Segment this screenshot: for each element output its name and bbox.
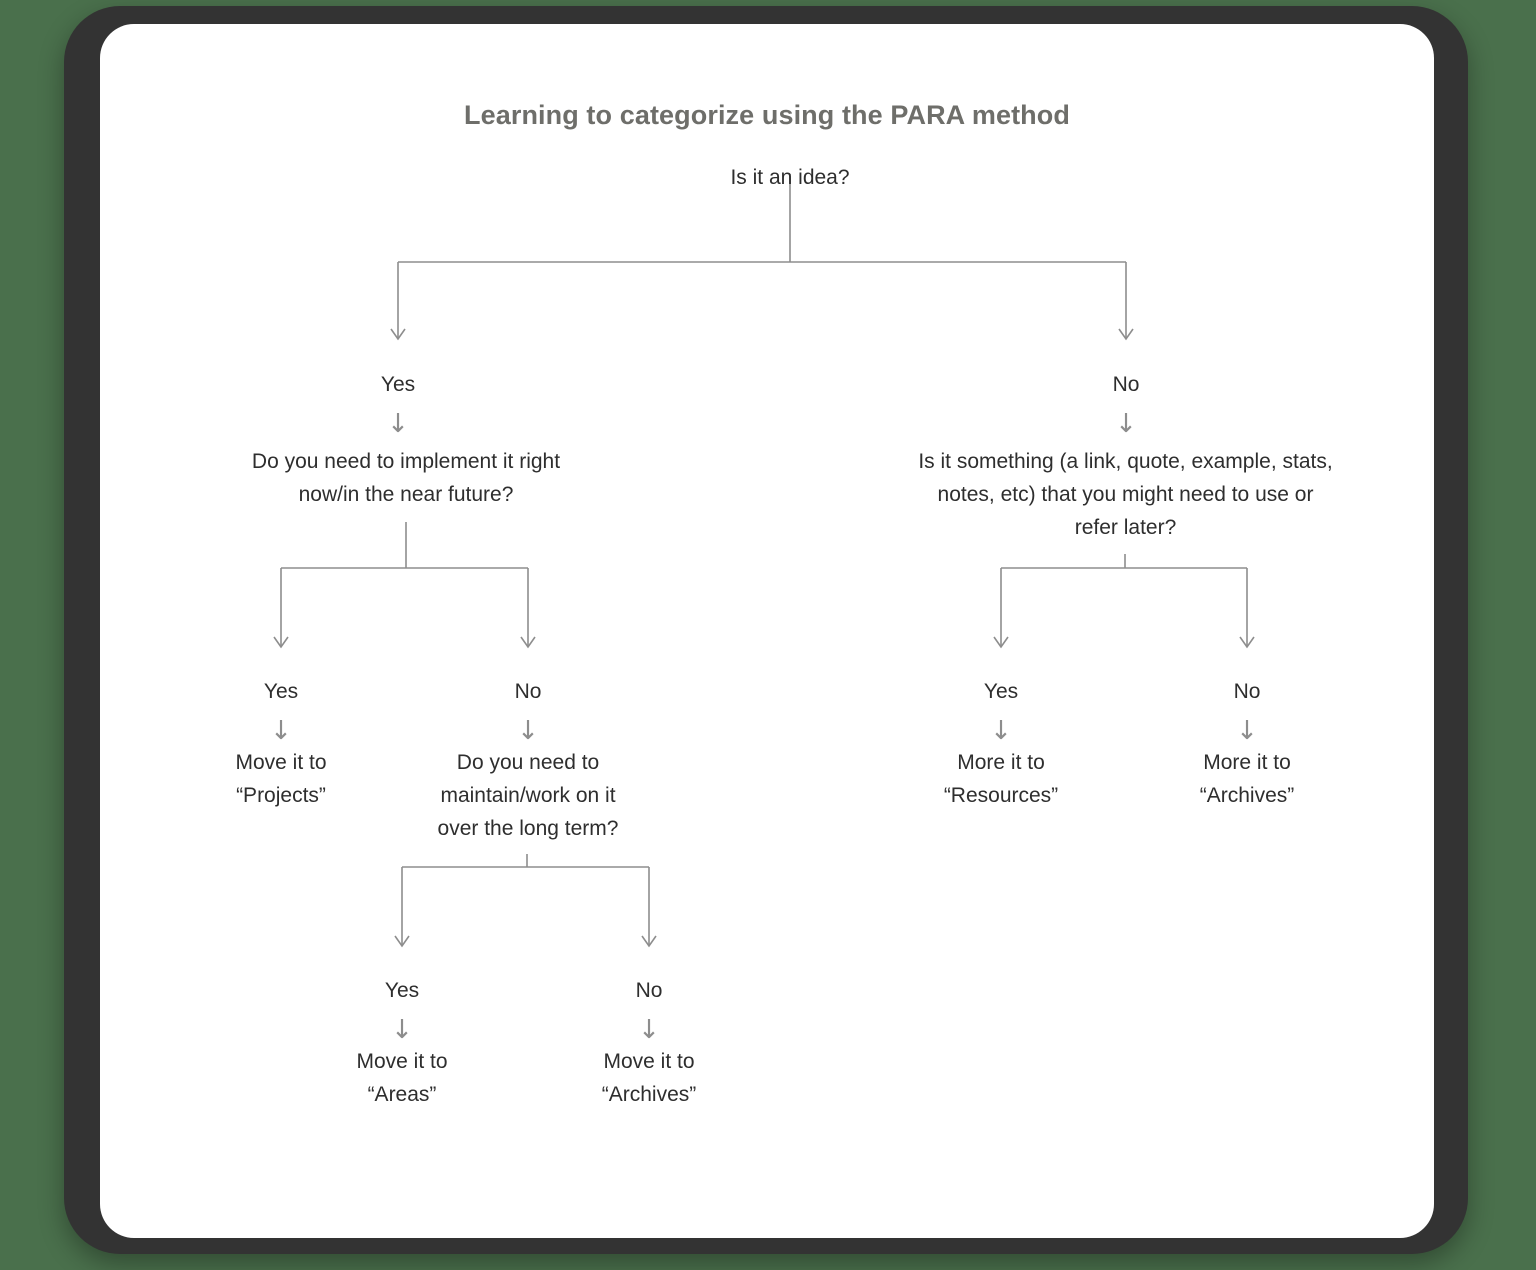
node-longterm-question: Do you need to maintain/work on it over … <box>437 751 619 840</box>
node-outcome-projects: Move it to “Projects” <box>235 751 327 807</box>
branch-label-level1-yes: Yes <box>380 373 416 396</box>
node-right-question: Is it something (a link, quote, example,… <box>918 450 1333 539</box>
branch-label-left-no: No <box>514 680 542 703</box>
node-left-question: Do you need to implement it right now/in… <box>251 450 561 506</box>
arrow-down-icon: ↓ <box>1236 716 1258 746</box>
arrow-down-icon: ↓ <box>270 716 292 746</box>
arrow-down-icon: ↓ <box>387 409 409 439</box>
connector-layer <box>273 174 1255 948</box>
arrow-down-icon: ↓ <box>517 716 539 746</box>
node-outcome-areas: Move it to “Areas” <box>356 1050 448 1106</box>
branch-label-level1-no: No <box>1112 373 1140 396</box>
branch-label-left-yes: Yes <box>263 680 299 703</box>
arrow-down-icon: ↓ <box>638 1015 660 1045</box>
branch-label-right-yes: Yes <box>983 680 1019 703</box>
arrow-down-icon: ↓ <box>1115 409 1137 439</box>
node-root-question: Is it an idea? <box>730 166 850 189</box>
branch-label-right-no: No <box>1233 680 1261 703</box>
node-outcome-archives-bottom: Move it to “Archives” <box>601 1050 697 1106</box>
node-outcome-resources: More it to “Resources” <box>943 751 1059 807</box>
edge-longterm-question-split <box>394 854 657 948</box>
arrow-down-icon: ↓ <box>990 716 1012 746</box>
edge-right-question-split <box>993 554 1255 649</box>
diagram-canvas: Learning to categorize using the PARA me… <box>100 24 1434 1238</box>
edge-left-question-split <box>273 522 536 649</box>
branch-label-longterm-no: No <box>635 979 663 1002</box>
node-outcome-archives-right: More it to “Archives” <box>1199 751 1295 807</box>
arrow-down-icon: ↓ <box>391 1015 413 1045</box>
branch-label-longterm-yes: Yes <box>384 979 420 1002</box>
edge-root-split <box>390 174 1134 341</box>
page-title: Learning to categorize using the PARA me… <box>464 100 1070 130</box>
